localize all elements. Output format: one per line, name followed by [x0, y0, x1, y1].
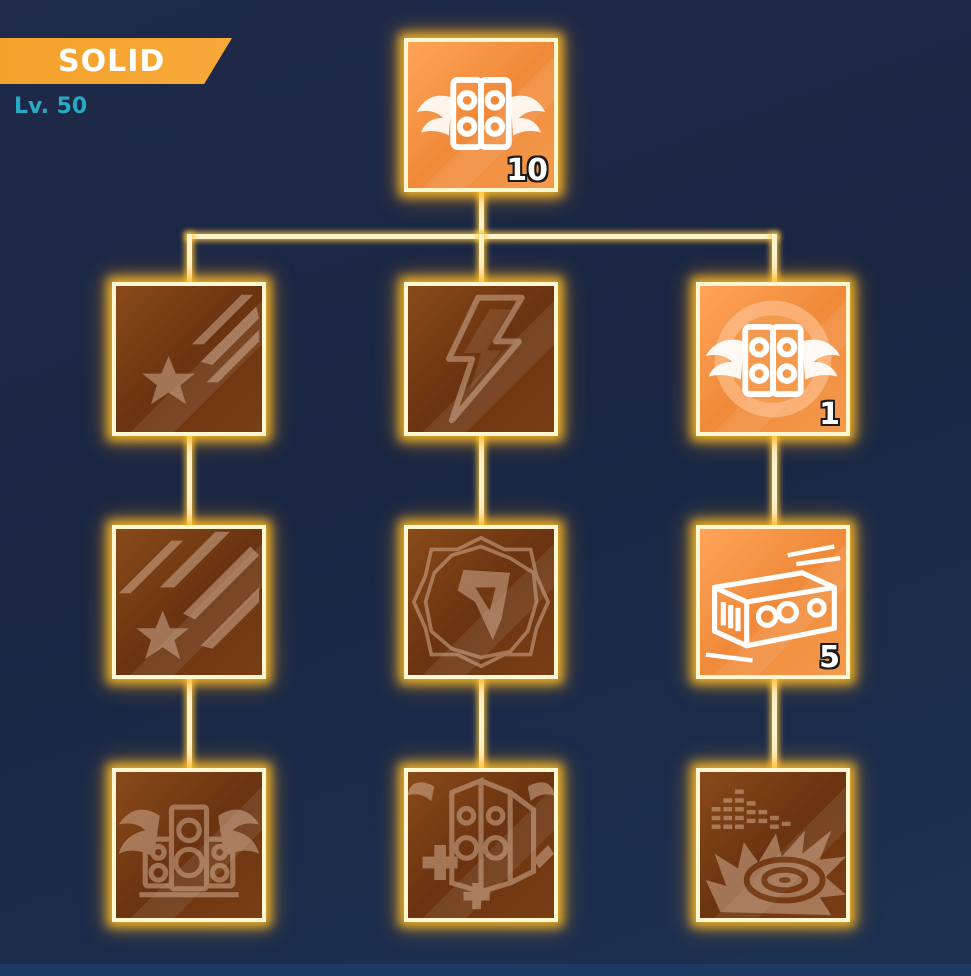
- four-point-star-badge-icon: [411, 535, 551, 669]
- connector-col1-a: [187, 436, 192, 528]
- node-sheen: [116, 529, 262, 675]
- winged-speaker-stack-icon: [118, 804, 260, 898]
- winged-speaker-gear-icon: [705, 300, 841, 418]
- connector-col2-top: [479, 234, 484, 284]
- connector-col3-b: [772, 678, 777, 770]
- skill-node-c2-r3[interactable]: [404, 768, 558, 922]
- node-count: 5: [819, 640, 840, 675]
- connector-col2-b: [479, 678, 484, 770]
- skill-node-c2-r1[interactable]: [404, 282, 558, 436]
- node-sheen: [408, 286, 554, 432]
- node-count: 1: [819, 397, 840, 432]
- amplifier-icon: [705, 544, 841, 663]
- shooting-star-icon: [118, 531, 260, 659]
- skill-node-root[interactable]: 10: [404, 38, 558, 192]
- connector-col2-a: [479, 436, 484, 528]
- skill-node-c3-r2[interactable]: 5: [696, 525, 850, 679]
- vinyl-equalizer-icon: [705, 789, 846, 916]
- skill-node-c1-r3[interactable]: [112, 768, 266, 922]
- skill-node-c3-r1[interactable]: 1: [696, 282, 850, 436]
- skill-node-c1-r2[interactable]: [112, 525, 266, 679]
- lightning-bolt-icon: [445, 294, 525, 424]
- skill-node-c2-r2[interactable]: [404, 525, 558, 679]
- connector-root-stem: [479, 190, 484, 238]
- level-label: Lv. 50: [14, 94, 88, 119]
- skill-node-c1-r1[interactable]: [112, 282, 266, 436]
- connector-col3-top: [772, 234, 777, 284]
- connector-col1-b: [187, 678, 192, 770]
- tier-label: SOLID: [58, 44, 166, 79]
- tier-banner: [0, 38, 232, 84]
- connector-col3-a: [772, 436, 777, 528]
- connector-col1-top: [187, 234, 192, 284]
- winged-speaker-icon: [416, 77, 546, 151]
- shooting-star-icon: [142, 294, 260, 405]
- node-count: 10: [506, 153, 548, 188]
- speaker-plus-icon: [408, 776, 554, 910]
- skill-node-c3-r3[interactable]: [696, 768, 850, 922]
- bottom-strip: [0, 964, 971, 976]
